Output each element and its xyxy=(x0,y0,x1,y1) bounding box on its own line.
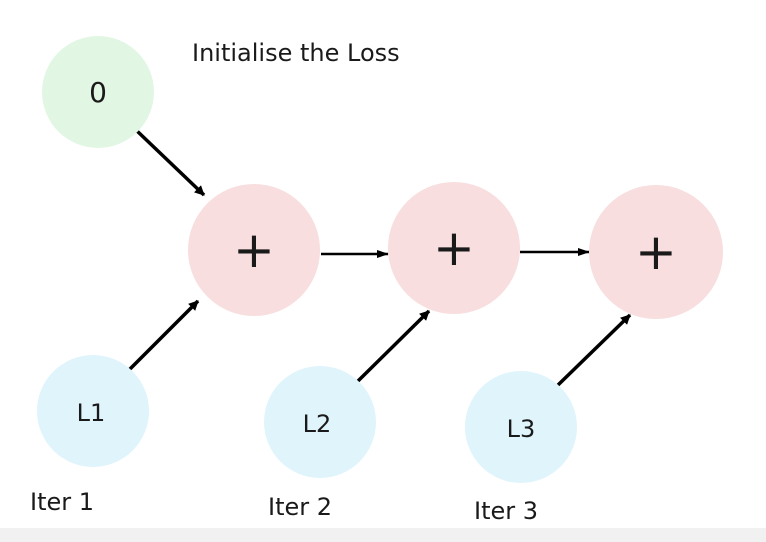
loss-node-1-label: L1 xyxy=(77,399,106,427)
iteration-label-1: Iter 1 xyxy=(30,488,94,516)
arrow-loss-1-to-sum-1 xyxy=(127,299,200,372)
loss-node-1: L1 xyxy=(37,355,149,467)
loss-node-3: L3 xyxy=(465,371,577,483)
loss-node-2: L2 xyxy=(264,366,376,478)
sum-node-2-label: + xyxy=(433,219,475,277)
diagram-title: Initialise the Loss xyxy=(192,39,400,67)
sum-node-1: + xyxy=(188,184,320,316)
loss-node-3-label: L3 xyxy=(507,415,536,443)
sum-node-2: + xyxy=(388,182,520,314)
sum-node-1-label: + xyxy=(233,221,275,279)
loss-node-3-circle xyxy=(465,371,577,483)
init-node-label: 0 xyxy=(89,76,107,109)
sum-node-3-label: + xyxy=(635,223,677,281)
iteration-label-2: Iter 2 xyxy=(268,493,332,521)
iteration-label-3: Iter 3 xyxy=(474,497,538,525)
sum-node-3: + xyxy=(589,185,723,319)
bottom-band xyxy=(0,528,766,542)
sum-node-2-circle xyxy=(388,182,520,314)
sum-node-3-circle xyxy=(589,185,723,319)
loss-node-1-circle xyxy=(37,355,149,467)
init-node-circle xyxy=(42,36,154,148)
arrow-init-to-sum-1 xyxy=(134,128,206,197)
loss-node-2-circle xyxy=(264,366,376,478)
arrow-loss-3-to-sum-3 xyxy=(556,313,632,387)
arrow-loss-2-to-sum-2 xyxy=(356,309,431,383)
sum-node-1-circle xyxy=(188,184,320,316)
loss-node-2-label: L2 xyxy=(303,410,332,438)
init-node: 0 xyxy=(42,36,154,148)
